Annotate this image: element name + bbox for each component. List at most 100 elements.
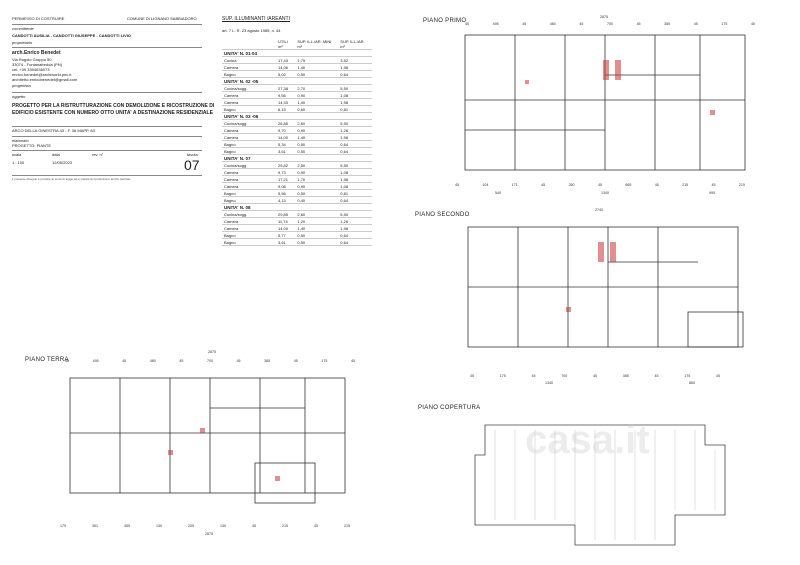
dimension-label: 700 xyxy=(561,374,568,378)
dimension-label: 45 xyxy=(636,22,641,26)
table-cell: 0,60 xyxy=(295,105,339,113)
disclaimer-text: il presente disegno è protetto ai sensi … xyxy=(12,177,131,181)
dimension-label: 495 xyxy=(92,359,99,363)
table-cell: 11,74 xyxy=(276,217,296,225)
dimension-label: 385 xyxy=(622,374,629,378)
tav-label: tavola xyxy=(187,152,198,157)
table-cell: Camera xyxy=(222,133,276,141)
table-cell: 6,15 xyxy=(276,105,296,113)
commune-label: COMUNE DI LIGNANO SABBIADORO xyxy=(127,16,197,21)
dimension-label: 215 xyxy=(344,524,350,528)
table-cell: 5,50 xyxy=(338,210,372,218)
table-cell: Cucina/sogg. xyxy=(222,84,276,92)
table-cell: 1,08 xyxy=(338,91,372,99)
unit-header-row: UNITA' N. 01-04 xyxy=(222,49,372,57)
unit-name: UNITA' N. 01-04 xyxy=(222,49,372,57)
table-cell: 1,40 xyxy=(295,224,339,232)
dimension-label: 1340 xyxy=(601,191,609,195)
table-cell: Camera xyxy=(222,168,276,176)
table-cell: 0,64 xyxy=(338,231,372,239)
architect-phone: cel. +39 3394636073 xyxy=(12,67,50,72)
dimension-label: 700 xyxy=(206,359,213,363)
elaborato-text: PROGETTO: PIANTE xyxy=(12,143,52,148)
table-cell: Camera xyxy=(222,175,276,183)
areas-law: art. 7 L. R. 23 agosto 1985, n. 44 xyxy=(222,28,281,33)
title-block: PERMESSO DI COSTRUIRE COMUNE DI LIGNANO … xyxy=(12,14,214,214)
table-cell: Camera xyxy=(222,98,276,106)
table-cell: 3,61 xyxy=(276,147,296,155)
table-cell: Bagno xyxy=(222,189,276,197)
dimension-label: 45 xyxy=(654,183,659,187)
table-cell: 26,85 xyxy=(276,119,296,127)
table-cell: 5,56 xyxy=(276,189,296,197)
dimension-label: 45 xyxy=(593,374,597,378)
dimension-label: 480 xyxy=(149,359,156,363)
dimension-label: 45 xyxy=(122,359,127,363)
table-cell: 0,64 xyxy=(338,140,372,148)
table-cell: 9,73 xyxy=(276,168,296,176)
architect-email: enrico.benedet@archiworld.pec.it xyxy=(12,72,72,77)
table-cell: 0,81 xyxy=(338,189,372,197)
dimension-label: 45 xyxy=(455,183,459,187)
dim-terra-total: 2875 xyxy=(208,350,216,354)
table-cell: Cucina/sogg. xyxy=(222,119,276,127)
table-cell: 0,90 xyxy=(295,126,339,134)
table-cell: 1,40 xyxy=(295,63,339,71)
table-cell: 0,81 xyxy=(338,105,372,113)
table-cell: 1,98 xyxy=(338,63,372,71)
project-line1: PROGETTO PER LA RISTRUTTURAZIONE CON DEM… xyxy=(12,103,215,109)
dimension-label: 175 xyxy=(721,22,728,26)
dimension-label: 130 xyxy=(220,524,226,528)
unit-name: UNITA' N. 07 xyxy=(222,154,372,162)
unit-header-row: UNITA' N. 02 -05 xyxy=(222,77,372,85)
unit-name: UNITA' N. 03 -06 xyxy=(222,112,372,120)
data-label: data xyxy=(52,152,60,157)
table-cell: 2,60 xyxy=(295,210,339,218)
dimension-label: 700 xyxy=(606,22,613,26)
table-cell: 2,50 xyxy=(295,161,339,169)
unit-header-row: UNITA' N. 03 -06 xyxy=(222,112,372,120)
table-cell: 14,00 xyxy=(276,224,296,232)
table-cell: Bagno xyxy=(222,231,276,239)
table-cell: 14,06 xyxy=(276,63,296,71)
proprietario-label: proprietario xyxy=(12,40,33,45)
table-cell: 1,98 xyxy=(338,133,372,141)
table-cell: 0,64 xyxy=(338,70,372,78)
dimension-label: 45 xyxy=(179,359,184,363)
table-cell: 1,26 xyxy=(338,217,372,225)
dimension-label: 215 xyxy=(738,183,745,187)
table-cell: 0,64 xyxy=(338,196,372,204)
table-cell: 1,40 xyxy=(295,133,339,141)
dimension-label: 215 xyxy=(682,183,689,187)
dimension-label: 45 xyxy=(654,374,659,378)
table-cell: 17,21 xyxy=(276,175,296,183)
dimension-label: 45 xyxy=(252,524,256,528)
dimension-label: 45 xyxy=(541,183,546,187)
dimension-label: 130 xyxy=(156,524,162,528)
architect-address2: 33074 - Fontanafredda (PN) xyxy=(12,62,63,67)
dimension-label: 45 xyxy=(350,359,355,363)
table-cell: 9,56 xyxy=(276,91,296,99)
table-cell: 4,13 xyxy=(276,196,296,204)
table-cell: 0,50 xyxy=(295,147,339,155)
table-cell: 27,38 xyxy=(276,84,296,92)
dimension-label: 455 xyxy=(124,524,130,528)
dim-terra-bottom-total: 2875 xyxy=(205,532,213,536)
project-line2: EDIFICIO ESISTENTE CON NUMERO OTTO UNITA… xyxy=(12,110,213,116)
table-cell: 1,08 xyxy=(338,168,372,176)
